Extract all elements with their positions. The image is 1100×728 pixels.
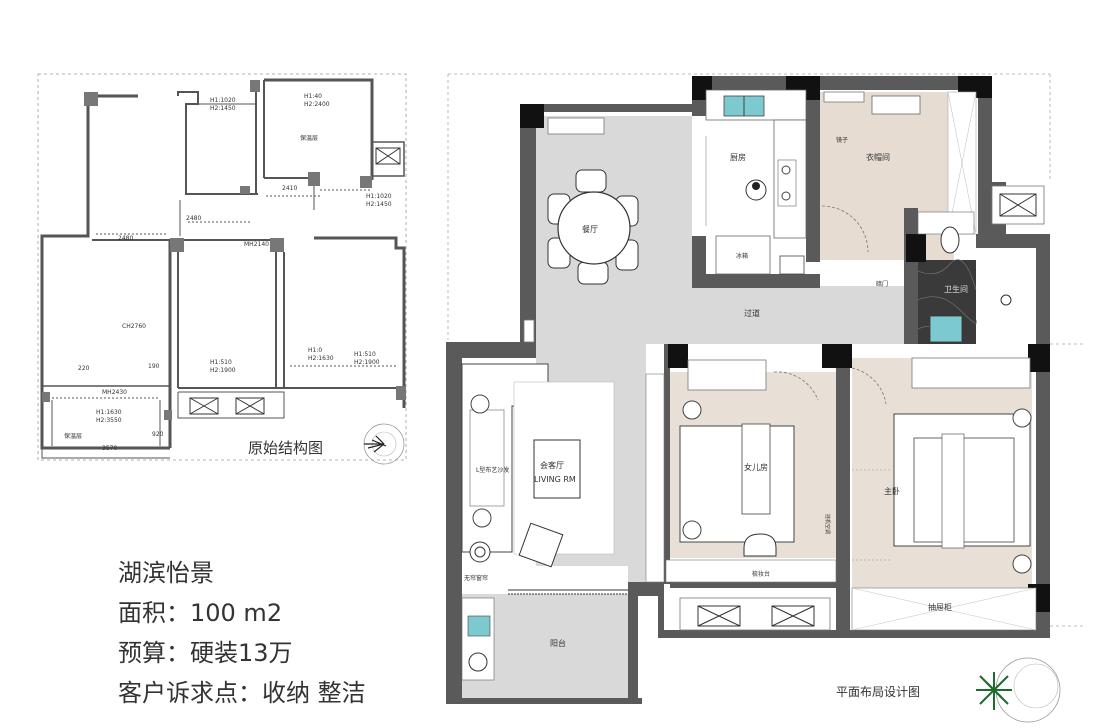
svg-text:H2:1900: H2:1900 xyxy=(354,359,380,366)
fridge xyxy=(715,235,771,275)
svg-text:H1:40: H1:40 xyxy=(304,93,322,100)
svg-text:女儿房: 女儿房 xyxy=(744,462,768,472)
stove-icon xyxy=(777,159,797,207)
svg-text:H1:1020: H1:1020 xyxy=(366,193,392,200)
svg-text:保温层: 保温层 xyxy=(64,432,82,440)
bathroom: 卫生间 xyxy=(917,211,1012,343)
svg-text:190: 190 xyxy=(148,363,160,370)
balcony: 阳台 xyxy=(461,597,566,681)
svg-text:冰箱: 冰箱 xyxy=(736,252,748,260)
svg-text:H1:0: H1:0 xyxy=(308,347,322,354)
svg-text:H1:510: H1:510 xyxy=(354,351,376,358)
svg-text:餐厅: 餐厅 xyxy=(582,225,598,234)
svg-text:2480: 2480 xyxy=(186,215,201,222)
budget-info: 预算：硬装13万 xyxy=(118,639,293,667)
svg-text:3570: 3570 xyxy=(102,445,117,452)
daughter-room: 女儿房 梳妆台 xyxy=(679,371,819,578)
client-needs-info: 客户诉求点：收纳 整洁 xyxy=(118,679,366,707)
svg-text:H2:1450: H2:1450 xyxy=(366,201,392,208)
storage-cabinets xyxy=(645,373,1037,631)
svg-text:镜子: 镜子 xyxy=(836,136,848,144)
original-window-units xyxy=(189,147,401,415)
project-name: 湖滨怡景 xyxy=(118,559,214,587)
svg-text:抽屉柜: 抽屉柜 xyxy=(928,602,952,612)
design-plan-title: 平面布局设计图 xyxy=(836,685,920,699)
svg-text:920: 920 xyxy=(152,431,164,438)
svg-text:L型布艺沙发: L型布艺沙发 xyxy=(476,466,509,474)
area-info: 面积：100 m2 xyxy=(118,599,283,627)
windows xyxy=(523,91,1045,631)
svg-text:衣帽间: 衣帽间 xyxy=(866,152,890,162)
original-structure-plan xyxy=(37,73,407,461)
svg-text:H2:3550: H2:3550 xyxy=(96,417,122,424)
kitchen: 厨房 冰箱 xyxy=(705,89,807,275)
plant-decoration-right xyxy=(976,657,1061,723)
corridor-label: 过道 xyxy=(744,308,760,318)
svg-text:H2:1630: H2:1630 xyxy=(308,355,334,362)
window-units xyxy=(697,193,1037,627)
svg-text:H2:1450: H2:1450 xyxy=(210,105,236,112)
svg-text:LIVING RM: LIVING RM xyxy=(534,475,576,484)
svg-text:阳台: 阳台 xyxy=(550,638,566,648)
svg-text:厨房: 厨房 xyxy=(730,152,746,162)
svg-text:CH2760: CH2760 xyxy=(122,323,146,330)
svg-text:无帘窗帘: 无帘窗帘 xyxy=(464,574,488,582)
svg-text:H2:2400: H2:2400 xyxy=(304,101,330,108)
svg-text:H2:1900: H2:1900 xyxy=(210,367,236,374)
svg-text:MH2430: MH2430 xyxy=(102,389,127,396)
svg-text:主卧: 主卧 xyxy=(884,486,900,496)
svg-text:卫生间: 卫生间 xyxy=(944,284,968,294)
dining-table: 餐厅 xyxy=(547,169,639,285)
hidden-door-label: 暗门 xyxy=(876,280,888,288)
original-columns xyxy=(42,80,406,420)
plant-decoration-left xyxy=(363,423,405,465)
living-room: 会客厅 LIVING RM L型布艺沙发 无帘窗帘 xyxy=(461,363,628,595)
svg-text:2410: 2410 xyxy=(282,185,297,192)
design-layout-plan: 厨房 冰箱 衣帽间 镜子 餐厅 过道 xyxy=(446,73,1086,704)
svg-text:220: 220 xyxy=(78,365,90,372)
svg-text:H1:1630: H1:1630 xyxy=(96,409,122,416)
svg-text:梳妆台: 梳妆台 xyxy=(752,570,770,578)
original-plan-title: 原始结构图 xyxy=(248,439,323,457)
svg-text:H1:1020: H1:1020 xyxy=(210,97,236,104)
master-bedroom: 主卧 挂机空调 抽屉柜 xyxy=(824,367,1032,612)
original-labels: H1:1020 H2:1450 H1:40 H2:2400 保温层 2410 H… xyxy=(64,93,392,457)
svg-text:H1:510: H1:510 xyxy=(210,359,232,366)
svg-text:保温层: 保温层 xyxy=(300,134,318,142)
svg-text:MH2140: MH2140 xyxy=(244,241,269,248)
svg-text:挂机空调: 挂机空调 xyxy=(824,514,831,534)
cloakroom: 衣帽间 镜子 xyxy=(821,91,977,253)
svg-text:2480: 2480 xyxy=(118,235,133,242)
svg-text:会客厅: 会客厅 xyxy=(540,460,564,470)
